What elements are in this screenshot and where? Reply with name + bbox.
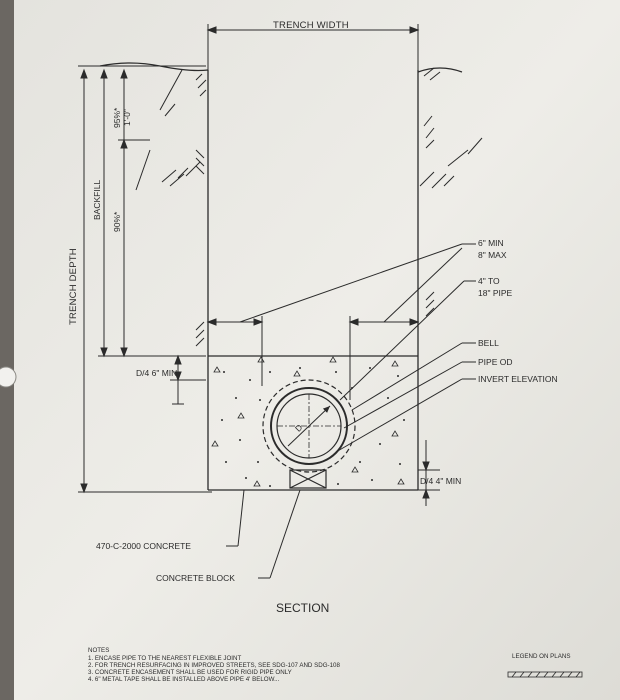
pipe-od-leader: [343, 361, 463, 429]
trench-width-label: TRENCH WIDTH: [273, 20, 349, 31]
note-item: 1. ENCASE PIPE TO THE NEAREST FLEXIBLE J…: [88, 655, 241, 662]
binder-hole: [0, 366, 17, 388]
right-ground-surface: [417, 67, 463, 73]
min-clearance-label: 6" MIN: [478, 238, 504, 248]
concrete-block-symbol: [289, 469, 327, 489]
backfill-label: BACKFILL: [92, 180, 102, 220]
diameter-arrow: [287, 405, 331, 447]
trench-depth-label: TRENCH DEPTH: [68, 248, 79, 325]
notes-heading: NOTES: [88, 647, 109, 654]
invert-elevation-label: INVERT ELEVATION: [478, 374, 558, 384]
legend-label: LEGEND ON PLANS: [512, 653, 570, 660]
diameter-label: D: [293, 422, 304, 433]
min-max-leader-left: [239, 243, 463, 323]
soil-hatching: [135, 67, 483, 347]
bell-leader: [351, 342, 463, 411]
note-item: 3. CONCRETE ENCASEMENT SHALL BE USED FOR…: [88, 669, 292, 676]
concrete-block-label: CONCRETE BLOCK: [156, 573, 235, 583]
min-max-leader-right: [383, 247, 463, 323]
top-cover-label: D/4 6" MIN: [136, 368, 177, 378]
concrete-aggregate-dots: [221, 367, 405, 487]
pipe-od-label: PIPE OD: [478, 357, 512, 367]
legend-symbol: [507, 671, 583, 678]
section-title: SECTION: [276, 601, 329, 615]
note-item: 4. 6" METAL TAPE SHALL BE INSTALLED ABOV…: [88, 676, 280, 683]
pipe-size-label-line1: 4" TO: [478, 276, 500, 286]
bottom-cover-label: D/4 4" MIN: [420, 476, 461, 486]
notes-block: NOTES 1. ENCASE PIPE TO THE NEAREST FLEX…: [88, 647, 340, 683]
paper-sheet: [14, 0, 620, 700]
max-clearance-label: 8" MAX: [478, 250, 507, 260]
compaction-90-label: 90%*: [112, 211, 122, 232]
pipe-size-leader: [339, 280, 465, 401]
one-foot-label: 1'-0": [122, 109, 132, 126]
invert-elevation-leader: [335, 378, 463, 453]
compaction-95-label: 95%*: [112, 107, 122, 128]
bell-label: BELL: [478, 338, 499, 348]
note-item: 2. FOR TRENCH RESURFACING IN IMPROVED ST…: [88, 662, 340, 669]
concrete-spec-label: 470-C-2000 CONCRETE: [96, 541, 191, 551]
pipe-size-label-line2: 18" PIPE: [478, 288, 513, 298]
pipe-cross-section: [262, 379, 356, 473]
bell-outline: [262, 379, 356, 473]
